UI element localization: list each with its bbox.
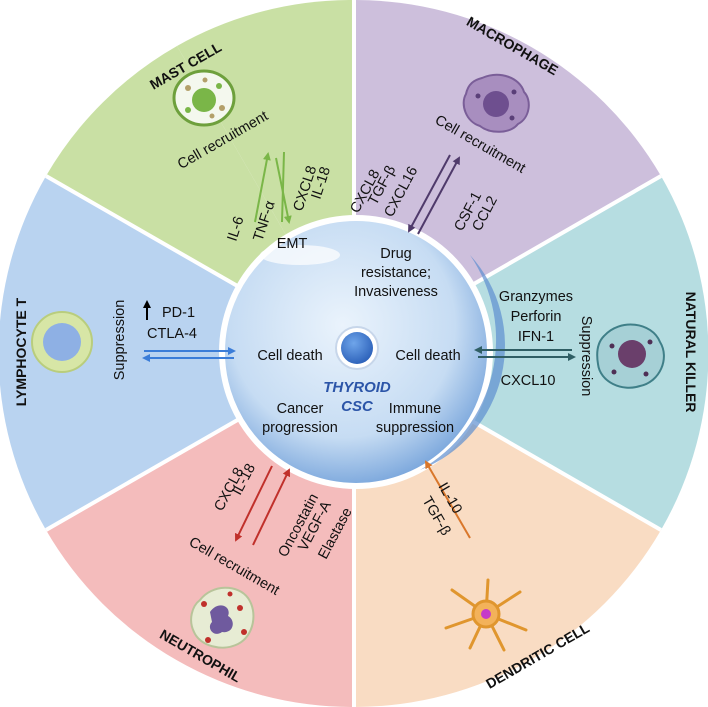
neutrophil-icon [190, 586, 255, 649]
mast-arrow-out [281, 151, 285, 223]
lymph-signal-ctla4: CTLA-4 [147, 326, 197, 342]
lymph-role: Suppression [112, 300, 128, 381]
macro-arrow-out [417, 156, 460, 235]
natural-killer-title: NATURAL KILLER [683, 292, 699, 413]
mast-arrow-down [275, 157, 292, 224]
lymphocyte-t-icon [31, 311, 93, 373]
macrophage-icon [462, 73, 530, 133]
csc-nucleus-icon [335, 326, 379, 370]
sector-lymphocyte-t [0, 176, 354, 530]
csc-rim-shade [420, 255, 505, 470]
nk-signal-granzymes: Granzymes [499, 289, 573, 305]
neut-arrow-out [252, 468, 291, 546]
dc-arrow-in [424, 460, 471, 539]
dc-effect-line1: Immune [389, 401, 441, 417]
nk-effect: Cell death [395, 348, 460, 364]
macro-arrow-in [408, 154, 451, 233]
nk-role: Suppression [578, 316, 594, 397]
neut-arrow-in [235, 465, 273, 542]
macro-effect-line3: Invasiveness [354, 284, 438, 300]
mast-effect-emt: EMT [277, 236, 308, 252]
mast-signal-il6: IL-6 [225, 215, 248, 244]
center-subtitle: CSC [341, 398, 374, 415]
macro-effect-line1: Drug [380, 246, 411, 262]
macro-effect-line2: resistance; [361, 265, 431, 281]
neut-effect-line1: Cancer [277, 401, 324, 417]
nk-signal-perforin: Perforin [511, 309, 562, 325]
neut-effect-line2: progression [262, 420, 338, 436]
mast-arrow-up [254, 152, 271, 223]
lymph-effect: Cell death [257, 348, 322, 364]
natural-killer-icon [596, 323, 665, 389]
lymphocyte-t-title: LYMPHOCYTE T [13, 297, 29, 406]
center-title: THYROID [323, 379, 391, 396]
sector-natural-killer [354, 176, 708, 530]
mast-cell-icon [172, 69, 236, 127]
dendritic-cell-icon [444, 578, 528, 652]
lymph-signal-pd1: PD-1 [162, 305, 195, 321]
nk-signal-cxcl10: CXCL10 [501, 373, 556, 389]
dc-effect-line2: suppression [376, 420, 454, 436]
nk-signal-ifn1: IFN-1 [518, 329, 554, 345]
csc-highlight [260, 245, 340, 265]
